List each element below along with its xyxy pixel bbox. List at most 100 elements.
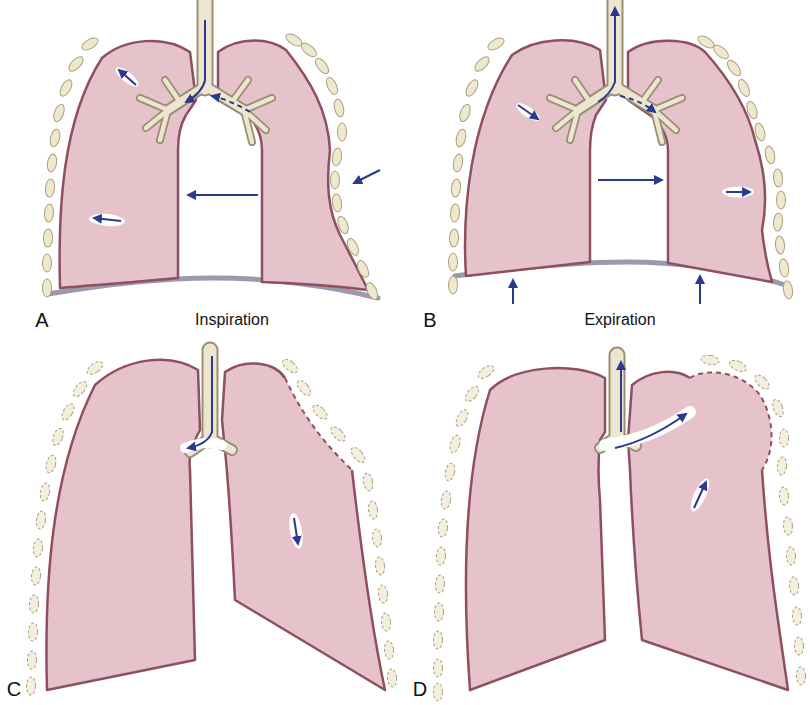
rib-cage-part xyxy=(454,408,470,428)
rib-cage-part xyxy=(777,457,788,476)
airflow-arrow-part xyxy=(726,191,750,193)
rib-cage-part xyxy=(753,122,766,142)
rib-cage-part xyxy=(299,41,319,59)
rib-cage-part xyxy=(331,171,340,189)
rib-cage-part xyxy=(778,258,789,277)
rib-cage-part xyxy=(476,363,496,381)
rib-cage-part xyxy=(450,204,460,223)
airflow-arrow xyxy=(89,20,380,228)
rib-cage-part xyxy=(349,445,367,465)
rib-cage-part xyxy=(700,354,719,366)
airflow-arrow-part xyxy=(188,356,212,448)
panel-letter-box: C xyxy=(7,678,21,701)
rib-cage-part xyxy=(773,169,784,188)
rib-cage-part xyxy=(35,510,46,529)
airway-part xyxy=(609,355,626,438)
rib-cage-part xyxy=(355,259,371,279)
rib-cage-part xyxy=(324,76,340,96)
left-lung xyxy=(628,41,772,282)
panel-d xyxy=(433,354,806,701)
airflow-arrow-part xyxy=(212,96,250,112)
airflow-arrow-part xyxy=(699,276,701,304)
rib-cage-part xyxy=(45,179,56,198)
rib-cage-part xyxy=(773,213,784,232)
rib-cage-part xyxy=(782,280,793,299)
rib-cage-part xyxy=(48,128,61,148)
rib-cage-part xyxy=(792,607,802,625)
rib-cage-part xyxy=(771,398,786,418)
rib-cage-part xyxy=(27,651,37,669)
airflow-arrow-part xyxy=(615,414,686,448)
rib-cage-part xyxy=(85,359,105,377)
airflow-arrow-part xyxy=(514,100,543,124)
panel-b xyxy=(449,0,794,304)
rib-cage-part xyxy=(438,519,449,538)
airflow-arrow-part xyxy=(294,518,298,544)
rib-cage-part xyxy=(711,43,731,61)
rib-cage-part xyxy=(786,547,796,565)
airflow-arrow-part xyxy=(620,362,622,432)
rib-cage-part xyxy=(454,128,467,148)
airflow-arrow-part xyxy=(119,70,136,85)
rib-cage-part xyxy=(486,36,506,53)
left-lung xyxy=(218,41,368,291)
rib-cage-part xyxy=(364,281,380,301)
airway-part xyxy=(202,350,219,440)
panel-letter: A xyxy=(35,309,48,332)
rib-cage-part xyxy=(372,529,383,548)
panel-letter: C xyxy=(7,678,21,701)
airflow-arrow-part xyxy=(598,8,615,102)
airflow-arrow xyxy=(513,8,754,304)
rib-cage-part xyxy=(434,603,444,621)
rib-cage-part xyxy=(777,191,786,209)
rib-cage-part xyxy=(752,372,771,391)
rib-cage-part xyxy=(46,153,58,172)
rib-cage-part xyxy=(280,357,300,375)
rib-cage-part xyxy=(433,631,443,649)
left-lung-outline xyxy=(285,378,352,470)
right-lung xyxy=(60,41,196,288)
rib-cage-part xyxy=(26,677,36,695)
rib-cage-part xyxy=(345,237,361,257)
right-lung xyxy=(46,360,200,690)
rib-cage-part xyxy=(331,147,342,166)
rib-cage-part xyxy=(44,204,54,223)
rib-cage-part xyxy=(375,557,386,576)
left-lung-outline xyxy=(222,363,385,690)
panel-letter: D xyxy=(413,678,427,701)
rib-cage-part xyxy=(384,641,394,660)
panel-letter-box: A xyxy=(35,309,48,332)
rib-cage-part xyxy=(39,482,51,501)
airflow-arrow-part xyxy=(89,212,126,227)
rib-cage-part xyxy=(736,78,752,98)
airflow-arrow-part xyxy=(598,179,662,181)
rib-cage-part xyxy=(794,637,804,655)
phase-label: Inspiration xyxy=(195,311,269,329)
rib-cage-part xyxy=(338,123,347,141)
airway-part xyxy=(550,80,682,142)
rib-cage-part xyxy=(362,472,374,491)
airflow-arrow-part xyxy=(518,105,538,119)
rib-cage-part xyxy=(783,517,793,536)
rib-cage-part xyxy=(33,539,44,558)
panel-a xyxy=(43,0,381,301)
rib-cage-part xyxy=(789,577,799,595)
rib-cage-part xyxy=(464,78,481,98)
rib-cage-part xyxy=(449,229,459,247)
rib-cage-part xyxy=(780,429,789,447)
airflow-arrow-part xyxy=(94,218,121,221)
rib-cage-part xyxy=(336,215,351,235)
rib-cage-part xyxy=(43,254,52,272)
rib-cage-part xyxy=(71,379,89,399)
rib-cage-part xyxy=(381,613,391,632)
panel-letter: B xyxy=(423,309,436,332)
rib-cage-part xyxy=(333,98,346,117)
rib-cage-part xyxy=(448,434,462,454)
rib-cage-part xyxy=(80,36,100,53)
rib-cage-part xyxy=(387,669,397,688)
left-lung xyxy=(628,372,788,690)
rib-cage-part xyxy=(43,279,52,297)
rib-cage-part xyxy=(463,384,481,404)
